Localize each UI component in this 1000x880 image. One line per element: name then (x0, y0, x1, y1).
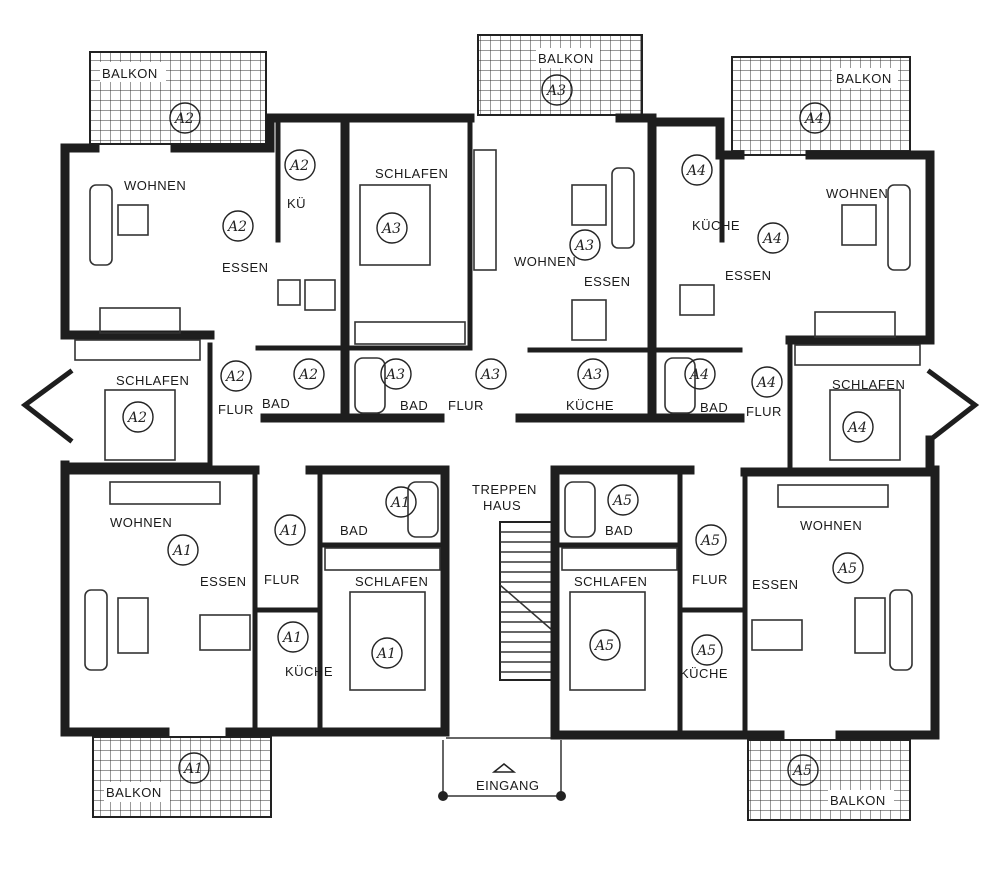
unit-mark-a2: A2 (226, 219, 247, 235)
staircase (499, 521, 553, 681)
unit-mark-a5: A5 (836, 561, 857, 577)
label-treppenhaus-2: HAUS (483, 498, 521, 513)
label-wohnen-a5: WOHNEN (800, 518, 862, 533)
unit-mark-a4: A4 (755, 375, 776, 391)
label-kuche-a3: KÜCHE (566, 398, 614, 413)
label-kuche-a5: KÜCHE (680, 666, 728, 681)
unit-mark-a1: A1 (182, 761, 203, 777)
label-essen-a1: ESSEN (200, 574, 247, 589)
room-labels: BALKON BALKON BALKON BALKON BALKON WOHNE… (102, 51, 905, 808)
unit-mark-a1: A1 (375, 646, 396, 662)
unit-markers: A2 A2 A2 A3 A3 A3 A4 A4 A4 A2 A2 A2 A3 A… (122, 74, 874, 786)
unit-mark-a3: A3 (573, 238, 594, 254)
label-bad-a2: BAD (262, 396, 290, 411)
label-eingang: EINGANG (476, 778, 539, 793)
unit-mark-a2: A2 (224, 369, 245, 385)
label-essen-a5: ESSEN (752, 577, 799, 592)
label-schlafen-a5: SCHLAFEN (574, 574, 647, 589)
unit-mark-a5: A5 (611, 493, 632, 509)
entrance (438, 737, 566, 801)
unit-mark-a3: A3 (545, 83, 566, 99)
label-wohnen-a2: WOHNEN (124, 178, 186, 193)
unit-mark-a3: A3 (380, 221, 401, 237)
label-flur-a3: FLUR (448, 398, 484, 413)
unit-mark-a1: A1 (281, 630, 302, 646)
label-schlafen-a1: SCHLAFEN (355, 574, 428, 589)
label-wohnen-a4: WOHNEN (826, 186, 888, 201)
walls (20, 113, 980, 740)
label-bad-a3: BAD (400, 398, 428, 413)
unit-mark-a5: A5 (791, 763, 812, 779)
unit-mark-a3: A3 (384, 367, 405, 383)
unit-mark-a4: A4 (803, 111, 824, 127)
unit-mark-a1: A1 (278, 523, 299, 539)
unit-mark-a4: A4 (685, 163, 706, 179)
unit-mark-a1: A1 (171, 543, 192, 559)
unit-mark-a5: A5 (695, 643, 716, 659)
unit-mark-a5: A5 (593, 638, 614, 654)
furniture (74, 149, 921, 691)
label-kuche-a4: KÜCHE (692, 218, 740, 233)
label-essen-a3: ESSEN (584, 274, 631, 289)
label-essen-a2: ESSEN (222, 260, 269, 275)
label-bad-a4: BAD (700, 400, 728, 415)
label-schlafen-a4: SCHLAFEN (832, 377, 905, 392)
label-ku-a2: KÜ (287, 196, 306, 211)
unit-mark-a2: A2 (288, 158, 309, 174)
unit-mark-a4: A4 (846, 420, 867, 436)
label-balkon-a5: BALKON (830, 793, 886, 808)
label-balkon-a2: BALKON (102, 66, 158, 81)
unit-mark-a2: A2 (173, 111, 194, 127)
unit-mark-a1: A1 (389, 495, 410, 511)
unit-mark-a5: A5 (699, 533, 720, 549)
unit-mark-a3: A3 (479, 367, 500, 383)
unit-mark-a4: A4 (688, 367, 709, 383)
label-balkon-a3: BALKON (538, 51, 594, 66)
unit-mark-a2: A2 (297, 367, 318, 383)
label-flur-a2: FLUR (218, 402, 254, 417)
label-essen-a4: ESSEN (725, 268, 772, 283)
label-flur-a5: FLUR (692, 572, 728, 587)
unit-mark-a4: A4 (761, 231, 782, 247)
label-flur-a1: FLUR (264, 572, 300, 587)
label-treppenhaus-1: TREPPEN (472, 482, 537, 497)
label-balkon-a4: BALKON (836, 71, 892, 86)
balconies (89, 34, 911, 821)
label-wohnen-a3: WOHNEN (514, 254, 576, 269)
label-flur-a4: FLUR (746, 404, 782, 419)
label-balkon-a1: BALKON (106, 785, 162, 800)
label-bad-a1: BAD (340, 523, 368, 538)
label-schlafen-a3: SCHLAFEN (375, 166, 448, 181)
label-bad-a5: BAD (605, 523, 633, 538)
label-schlafen-a2: SCHLAFEN (116, 373, 189, 388)
unit-mark-a2: A2 (126, 410, 147, 426)
label-kuche-a1: KÜCHE (285, 664, 333, 679)
unit-mark-a3: A3 (581, 367, 602, 383)
label-wohnen-a1: WOHNEN (110, 515, 172, 530)
